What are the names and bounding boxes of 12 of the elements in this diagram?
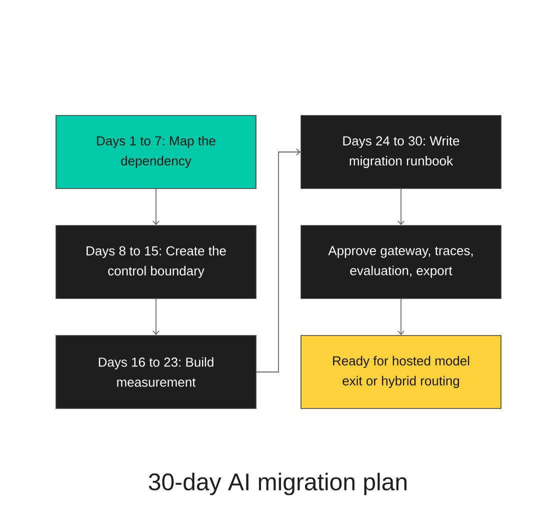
arrow (152, 298, 160, 336)
process-box: Days 16 to 23: Build measurement (56, 335, 256, 409)
process-box: Days 8 to 15: Create the control boundary (56, 225, 256, 299)
arrow (152, 188, 160, 226)
caption: 30-day AI migration plan (148, 472, 406, 496)
process-box: Days 1 to 7: Map the dependency (56, 115, 256, 189)
arrow (398, 298, 404, 336)
arrow (398, 188, 404, 226)
process-box: Ready for hosted model exit or hybrid routing (300, 335, 502, 409)
process-box: Approve gateway, traces, evaluation, export (300, 225, 502, 299)
arrow (256, 148, 301, 372)
process-box: Days 24 to 30: Write migration runbook (300, 115, 502, 189)
